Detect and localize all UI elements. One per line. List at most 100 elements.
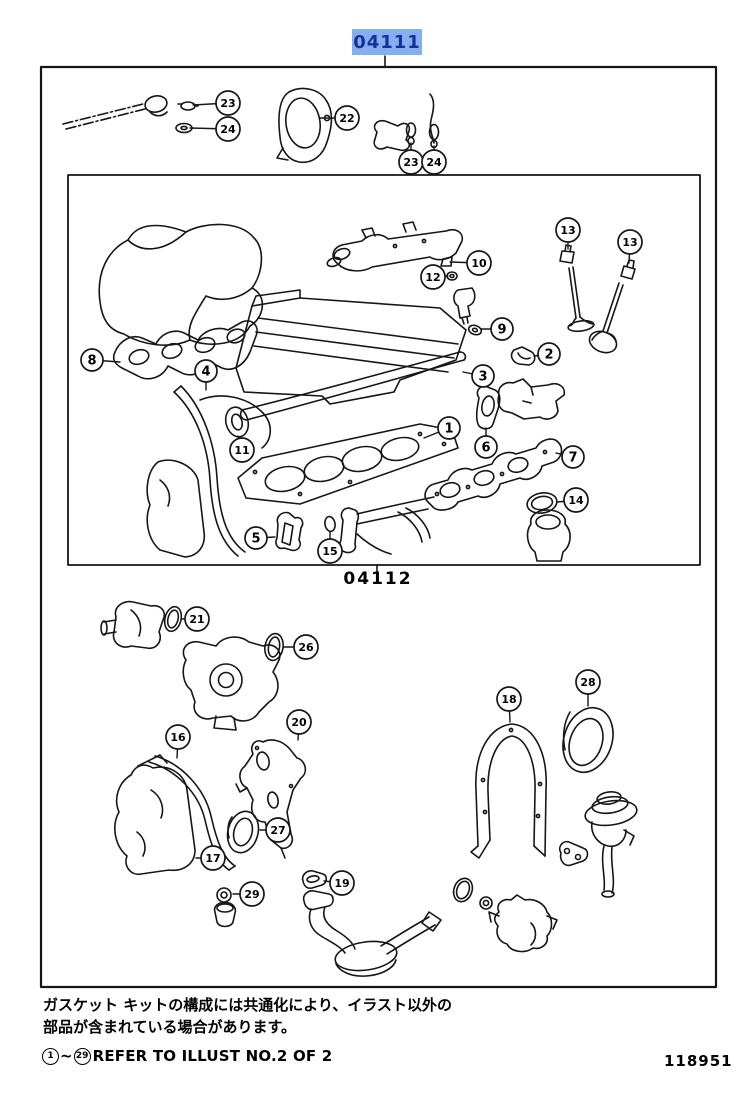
callout-26[interactable]: 26 [283,634,319,660]
callout-24[interactable]: 24 [421,145,447,175]
svg-text:12: 12 [425,271,440,284]
callout-16[interactable]: 16 [165,724,191,759]
callout-20[interactable]: 20 [286,709,312,741]
range-tilde: ~ [60,1047,73,1065]
valve-cover-drawing [235,289,467,405]
intake-manifold-drawing [98,223,264,346]
svg-text:11: 11 [234,444,249,457]
svg-text:26: 26 [298,641,314,654]
callout-18[interactable]: 18 [496,686,522,723]
callout-9[interactable]: 9 [480,317,514,341]
kit-note-line2: 部品が含まれている場合があります。 [43,1018,297,1036]
rear-retainer-gasket-drawing [470,723,547,859]
kit-note-text: ガスケット キットの構成には共通化により、イラスト以外の 部品が含まれている場合… [43,994,503,1038]
callout-24[interactable]: 24 [189,116,241,142]
oil-strainer-drawing [302,890,442,977]
callout-14[interactable]: 14 [557,487,589,513]
callout-3[interactable]: 3 [462,364,495,388]
oil-strainer-gasket-drawing [301,870,328,889]
callout-17[interactable]: 17 [195,845,226,871]
egr-gasket-drawing [558,840,589,867]
water-outlet-oring-drawing [163,605,183,633]
callout-7[interactable]: 7 [555,445,585,469]
callout-2[interactable]: 2 [533,342,561,366]
svg-text:4: 4 [201,364,210,379]
svg-text:29: 29 [244,888,259,901]
valve-cover-gasket-drawing [239,351,467,421]
throttle-body-gasket-drawing [276,87,333,164]
injector-and-small-seals-drawing [440,256,536,366]
callout-10[interactable]: 10 [449,250,492,276]
callout-28[interactable]: 28 [575,669,601,707]
water-inlet-ring-gasket-drawing [526,492,558,514]
svg-text:13: 13 [560,224,575,237]
callout-23[interactable]: 23 [192,90,241,116]
water-outlet-drawing [100,600,166,650]
egr-flange-gasket-drawing [475,385,501,430]
refer-text: REFER TO ILLUST NO.2 OF 2 [92,1047,333,1065]
svg-text:24: 24 [426,156,442,169]
outer-frame-box [39,65,718,989]
callout-23[interactable]: 23 [398,142,424,175]
timing-cover-upper-drawing [146,385,272,558]
cylinder-head-gasket-drawing [237,423,459,505]
circled-number-end: 29 [73,1047,91,1065]
camshaft-seal-drawing [224,406,250,438]
svg-text:1: 1 [444,421,453,436]
bottom-oring-drawing [452,877,493,910]
part-code-04111[interactable]: 04111 [352,29,422,55]
callout-12[interactable]: 12 [420,264,449,290]
front-crank-seal-drawing [226,810,260,854]
svg-text:13: 13 [622,236,637,249]
fuel-rail-drawing [326,221,464,272]
svg-text:9: 9 [497,322,506,337]
svg-text:18: 18 [501,693,516,706]
svg-text:21: 21 [189,613,204,626]
bypass-pipe-gasket-drawing [275,511,304,552]
callout-21[interactable]: 21 [181,606,210,632]
svg-text:3: 3 [478,369,487,384]
callout-11[interactable]: 11 [229,435,255,463]
svg-text:23: 23 [220,97,235,110]
rear-main-seal-drawing [562,706,614,774]
callout-1[interactable]: 1 [423,416,461,440]
callout-22[interactable]: 22 [319,105,360,131]
svg-text:20: 20 [291,716,307,729]
valves-and-stem-seals-drawing [559,244,636,354]
callout-6[interactable]: 6 [474,427,498,459]
intake-manifold-gasket-drawing [112,320,258,380]
svg-text:2: 2 [544,347,553,362]
callout-5[interactable]: 5 [244,526,276,550]
callout-4[interactable]: 4 [194,359,218,391]
water-pump-body-drawing [182,636,281,731]
refer-note: 1 ~ 29 REFER TO ILLUST NO.2 OF 2 [42,1046,332,1066]
callout-8[interactable]: 8 [80,348,121,372]
callout-15[interactable]: 15 [317,531,343,564]
svg-text:10: 10 [471,257,487,270]
svg-text:8: 8 [87,353,96,368]
svg-text:23: 23 [403,156,418,169]
svg-text:7: 7 [568,450,577,465]
water-inlet-housing-drawing [526,509,571,562]
inner-frame-box [67,174,701,566]
bypass-oval-gasket-drawing [324,515,336,533]
document-number: 118951 [664,1052,733,1070]
callout-13[interactable]: 13 [555,217,581,250]
svg-text:17: 17 [205,852,220,865]
callout-13[interactable]: 13 [617,229,643,264]
svg-text:6: 6 [481,440,490,455]
water-bypass-pipe-drawing [339,496,435,555]
clamp-and-stud-drawing [373,93,440,152]
svg-text:14: 14 [568,494,584,507]
svg-text:24: 24 [220,123,236,136]
oil-pump-gasket-drawing [235,739,307,859]
svg-text:15: 15 [322,545,337,558]
kit-note-line1: ガスケット キットの構成には共通化により、イラスト以外の [43,996,453,1014]
svg-text:22: 22 [339,112,354,125]
part-code-04112[interactable]: 04112 [343,569,413,589]
callout-27[interactable]: 27 [259,817,291,843]
callout-19[interactable]: 19 [323,870,355,896]
callout-29[interactable]: 29 [232,881,265,907]
